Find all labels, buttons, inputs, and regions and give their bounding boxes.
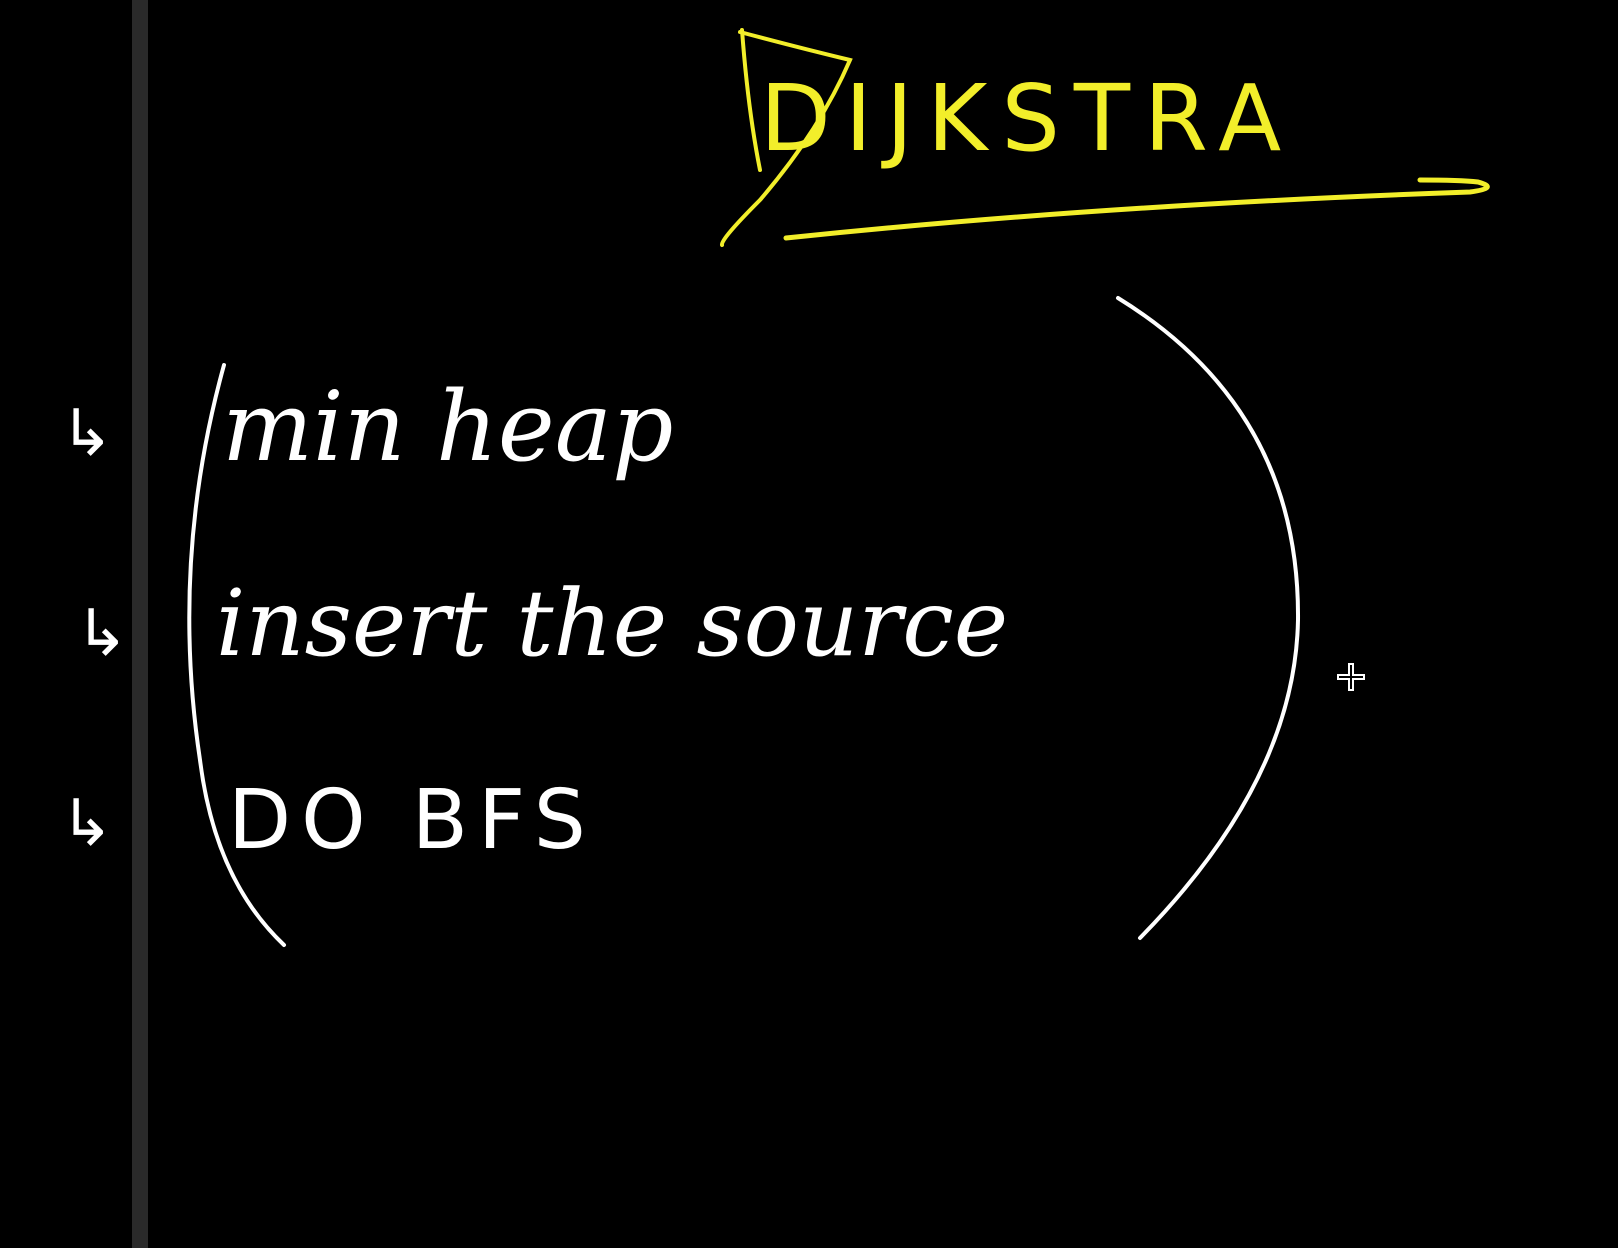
left-bracket: [187, 363, 286, 947]
step-text-1: min heap: [222, 371, 673, 483]
right-bracket: [1116, 296, 1301, 940]
title-text: DIJKSTRA: [760, 65, 1295, 172]
title-underline: [783, 177, 1490, 241]
step-text-3: DO BFS: [228, 773, 596, 868]
step-text-2: insert the source: [216, 570, 1008, 677]
title-flourish-stroke: [720, 28, 853, 247]
left-scroll-rail[interactable]: [132, 0, 148, 1248]
step-marker-3: ↳: [60, 787, 114, 861]
step-marker-1: ↳: [60, 397, 114, 471]
step-marker-2: ↳: [75, 597, 129, 671]
crosshair-plus-icon: [1337, 663, 1365, 691]
